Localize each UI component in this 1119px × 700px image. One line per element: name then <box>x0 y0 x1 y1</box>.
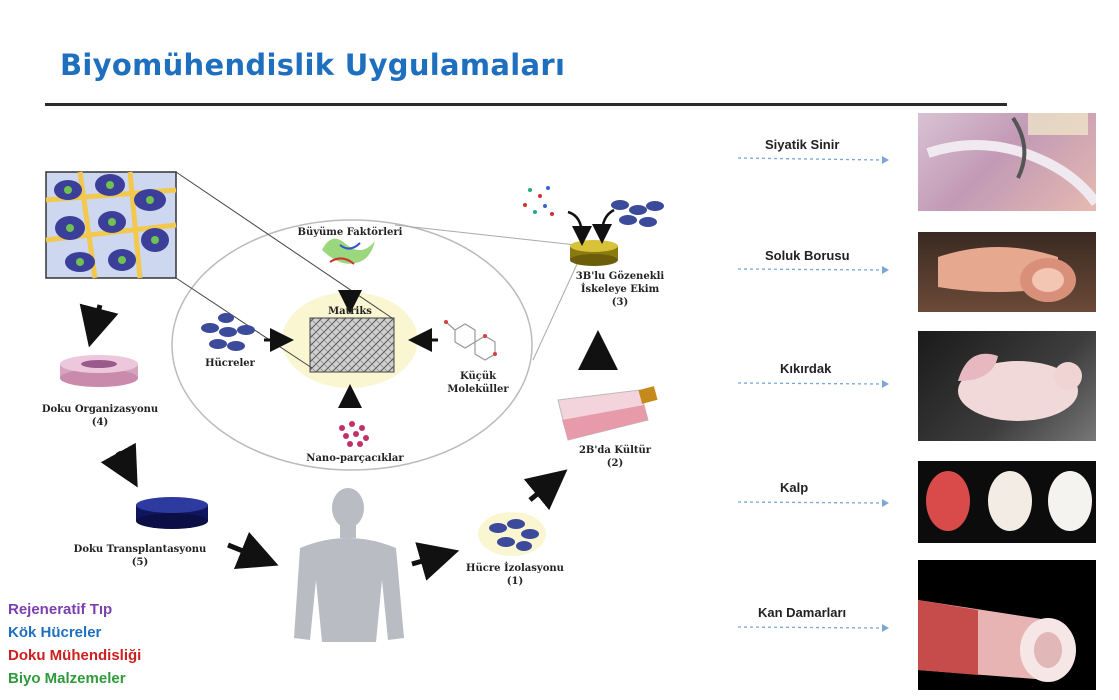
page-title: Biyomühendislik Uygulamaları <box>60 48 566 82</box>
matrix-label: Matriks <box>328 306 372 317</box>
growth-factor-protein <box>322 238 375 265</box>
human-silhouette <box>294 488 404 642</box>
legend-biomaterials: Biyo Malzemeler <box>8 670 126 687</box>
cell-matrix-zoom <box>45 171 177 279</box>
matrix-image <box>309 317 395 373</box>
small-molecules-label: Küçük Moleküller <box>438 370 518 396</box>
matrix-ellipse <box>171 219 533 471</box>
step3-line1: 3B'lu Gözenekli <box>575 271 665 282</box>
step1-label: Hücre İzolasyonu (1) <box>460 562 570 588</box>
scaffold-disc <box>570 240 618 266</box>
tissue-dish <box>60 355 138 387</box>
cells-label: Hücreler <box>205 358 255 369</box>
step3-line2: İskeleye Ekim <box>580 284 660 295</box>
step3-line3: (3) <box>611 297 629 308</box>
step1-line2: (1) <box>506 576 524 587</box>
scaffold-cells <box>611 200 664 227</box>
organ-label-cartilage: Kıkırdak <box>780 361 832 376</box>
scaffold-molecules <box>523 186 554 216</box>
step5-line2: (5) <box>131 557 149 568</box>
step2-line2: (2) <box>606 458 624 469</box>
title-divider <box>45 103 1007 106</box>
blood-vessel-photo <box>918 560 1096 690</box>
heart-photo <box>918 461 1096 543</box>
step5-line1: Doku Transplantasyonu <box>73 544 207 555</box>
cells-cluster <box>201 313 255 351</box>
trachea-photo <box>918 232 1096 312</box>
nanoparticles-dots <box>339 421 369 447</box>
organ-label-trachea: Soluk Borusu <box>765 248 850 263</box>
legend-stem-cells: Kök Hücreler <box>8 624 102 641</box>
growth-factors-label: Büyüme Faktörleri <box>297 227 403 238</box>
cartilage-photo <box>918 331 1096 441</box>
step4-label: Doku Organizasyonu (4) <box>30 403 170 429</box>
legend-tissue-engineering: Doku Mühendisliği <box>8 647 142 664</box>
small-molecules-line2: Moleküller <box>447 384 509 395</box>
organ-label-heart: Kalp <box>780 480 809 495</box>
small-molecule-structure <box>445 321 496 361</box>
legend-regenerative-medicine: Rejeneratif Tıp <box>8 601 113 618</box>
step2-label: 2B'da Kültür (2) <box>560 444 670 470</box>
organ-arrows <box>737 157 883 629</box>
organ-label-blood-vessels: Kan Damarları <box>758 605 847 620</box>
nanoparticles-label: Nano-parçacıklar <box>306 453 404 464</box>
culture-flask <box>557 386 658 441</box>
step2-line1: 2B'da Kültür <box>578 445 652 456</box>
step4-line1: Doku Organizasyonu <box>41 404 159 415</box>
sciatic-nerve-photo <box>918 113 1096 211</box>
step5-label: Doku Transplantasyonu (5) <box>55 543 225 569</box>
isolated-cells <box>489 519 539 551</box>
step3-label: 3B'lu Gözenekli İskeleye Ekim (3) <box>560 270 680 309</box>
step1-line1: Hücre İzolasyonu <box>466 563 564 574</box>
step4-line2: (4) <box>91 417 109 428</box>
small-molecules-line1: Küçük <box>459 371 497 382</box>
transplant-disc <box>136 497 208 529</box>
organ-label-sciatic-nerve: Siyatik Sinir <box>765 137 840 152</box>
